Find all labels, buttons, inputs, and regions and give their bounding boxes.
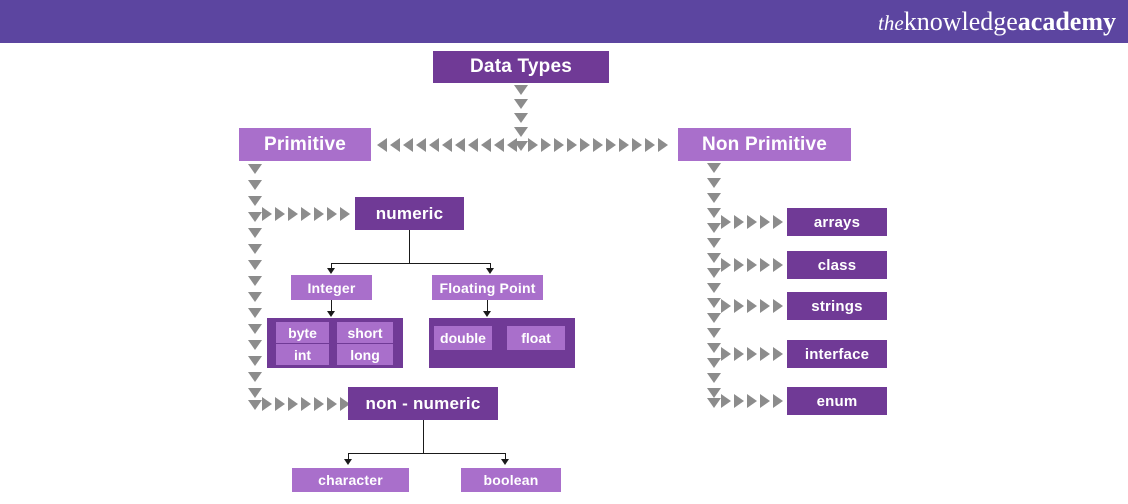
chip-short[interactable]: short <box>337 322 393 343</box>
node-data-types[interactable]: Data Types <box>433 51 609 83</box>
chip-byte[interactable]: byte <box>276 322 329 343</box>
brand-the: the <box>878 11 904 35</box>
node-floating-point[interactable]: Floating Point <box>432 275 543 300</box>
node-primitive[interactable]: Primitive <box>239 128 371 161</box>
brand-knowledge: knowledge <box>903 7 1018 36</box>
header-bar: theknowledgeacademy <box>0 0 1128 43</box>
node-strings[interactable]: strings <box>787 292 887 320</box>
node-enum[interactable]: enum <box>787 387 887 415</box>
node-character[interactable]: character <box>292 468 409 492</box>
node-interface[interactable]: interface <box>787 340 887 368</box>
node-class[interactable]: class <box>787 251 887 279</box>
chip-float[interactable]: float <box>507 326 565 350</box>
node-numeric[interactable]: numeric <box>355 197 464 230</box>
chip-long[interactable]: long <box>337 344 393 365</box>
node-integer[interactable]: Integer <box>291 275 372 300</box>
node-arrays[interactable]: arrays <box>787 208 887 236</box>
brand-academy: academy <box>1017 7 1116 36</box>
chip-double[interactable]: double <box>434 326 492 350</box>
node-boolean[interactable]: boolean <box>461 468 561 492</box>
node-non-numeric[interactable]: non - numeric <box>348 387 498 420</box>
chip-int[interactable]: int <box>276 344 329 365</box>
node-non-primitive[interactable]: Non Primitive <box>678 128 851 161</box>
brand-logo: theknowledgeacademy <box>878 7 1116 38</box>
